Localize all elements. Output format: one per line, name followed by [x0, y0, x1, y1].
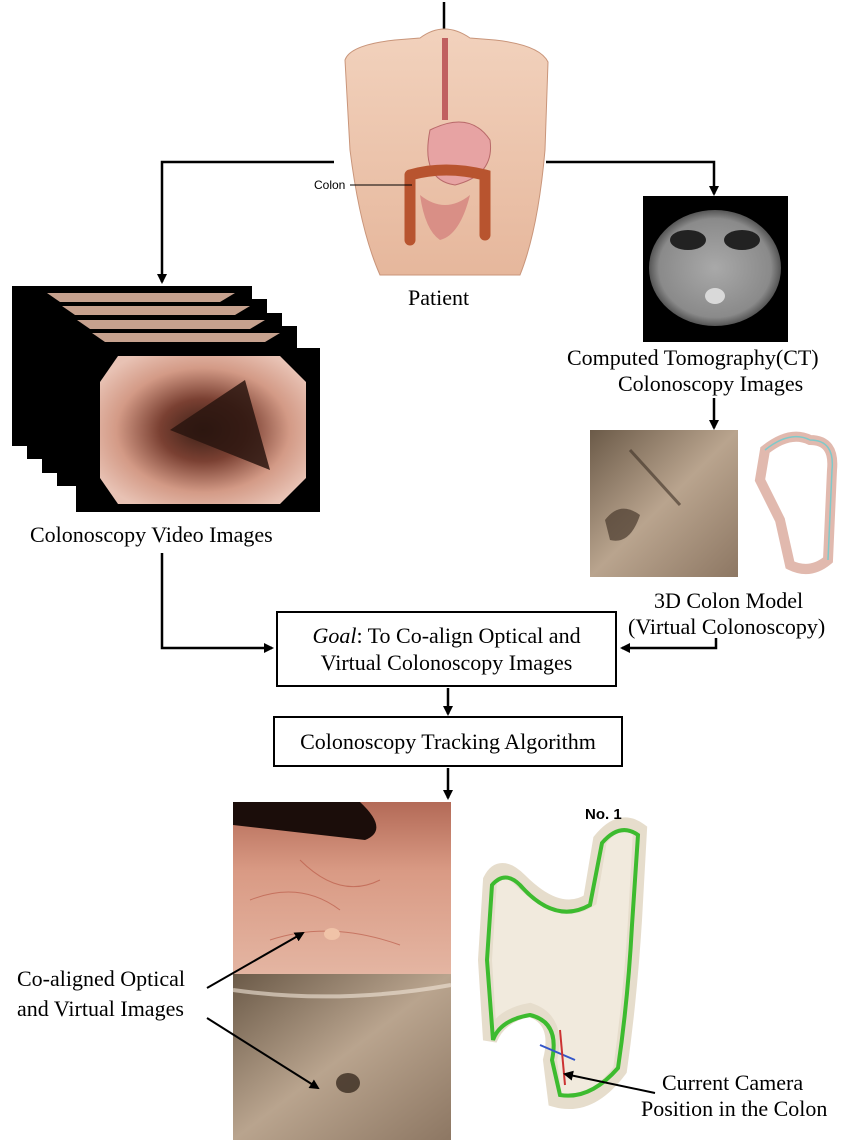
patient-illustration: [345, 29, 548, 275]
goal-rest: : To Co-align Optical and: [356, 623, 580, 648]
goal-box-line2: Virtual Colonoscopy Images: [321, 649, 573, 676]
tracking-label: Colonoscopy Tracking Algorithm: [300, 728, 596, 755]
goal-prefix: Goal: [312, 623, 356, 648]
camera-label-line2: Position in the Colon: [641, 1096, 827, 1122]
goal-box-line1: Goal: To Co-align Optical and: [312, 622, 580, 649]
camera-label-line1: Current Camera: [662, 1070, 803, 1096]
tracking-box: Colonoscopy Tracking Algorithm: [273, 716, 623, 767]
ct-label-line2: Colonoscopy Images: [618, 371, 803, 397]
video-frame-stack: [12, 286, 320, 512]
ct-image: [643, 196, 788, 342]
model-label-line1: 3D Colon Model: [654, 588, 803, 614]
coaligned-label-line2: and Virtual Images: [17, 996, 184, 1022]
arrow-to-ct: [546, 162, 714, 194]
ct-label-line1: Computed Tomography(CT): [567, 345, 819, 371]
goal-box: Goal: To Co-align Optical and Virtual Co…: [276, 611, 617, 687]
video-label: Colonoscopy Video Images: [30, 522, 273, 548]
path-number-label: No. 1: [585, 806, 622, 824]
colon-label: Colon: [314, 177, 345, 193]
coaligned-label-line1: Co-aligned Optical: [17, 966, 185, 992]
virtual-frame: [233, 974, 451, 1140]
optical-frame: [233, 802, 451, 974]
patient-label: Patient: [408, 285, 469, 311]
arrow-video-to-goal: [162, 553, 272, 648]
virtual-colon-views: [590, 430, 832, 577]
model-label-line2: (Virtual Colonoscopy): [628, 614, 825, 640]
colon-path-model: [485, 824, 640, 1102]
arrow-to-video: [162, 162, 334, 282]
